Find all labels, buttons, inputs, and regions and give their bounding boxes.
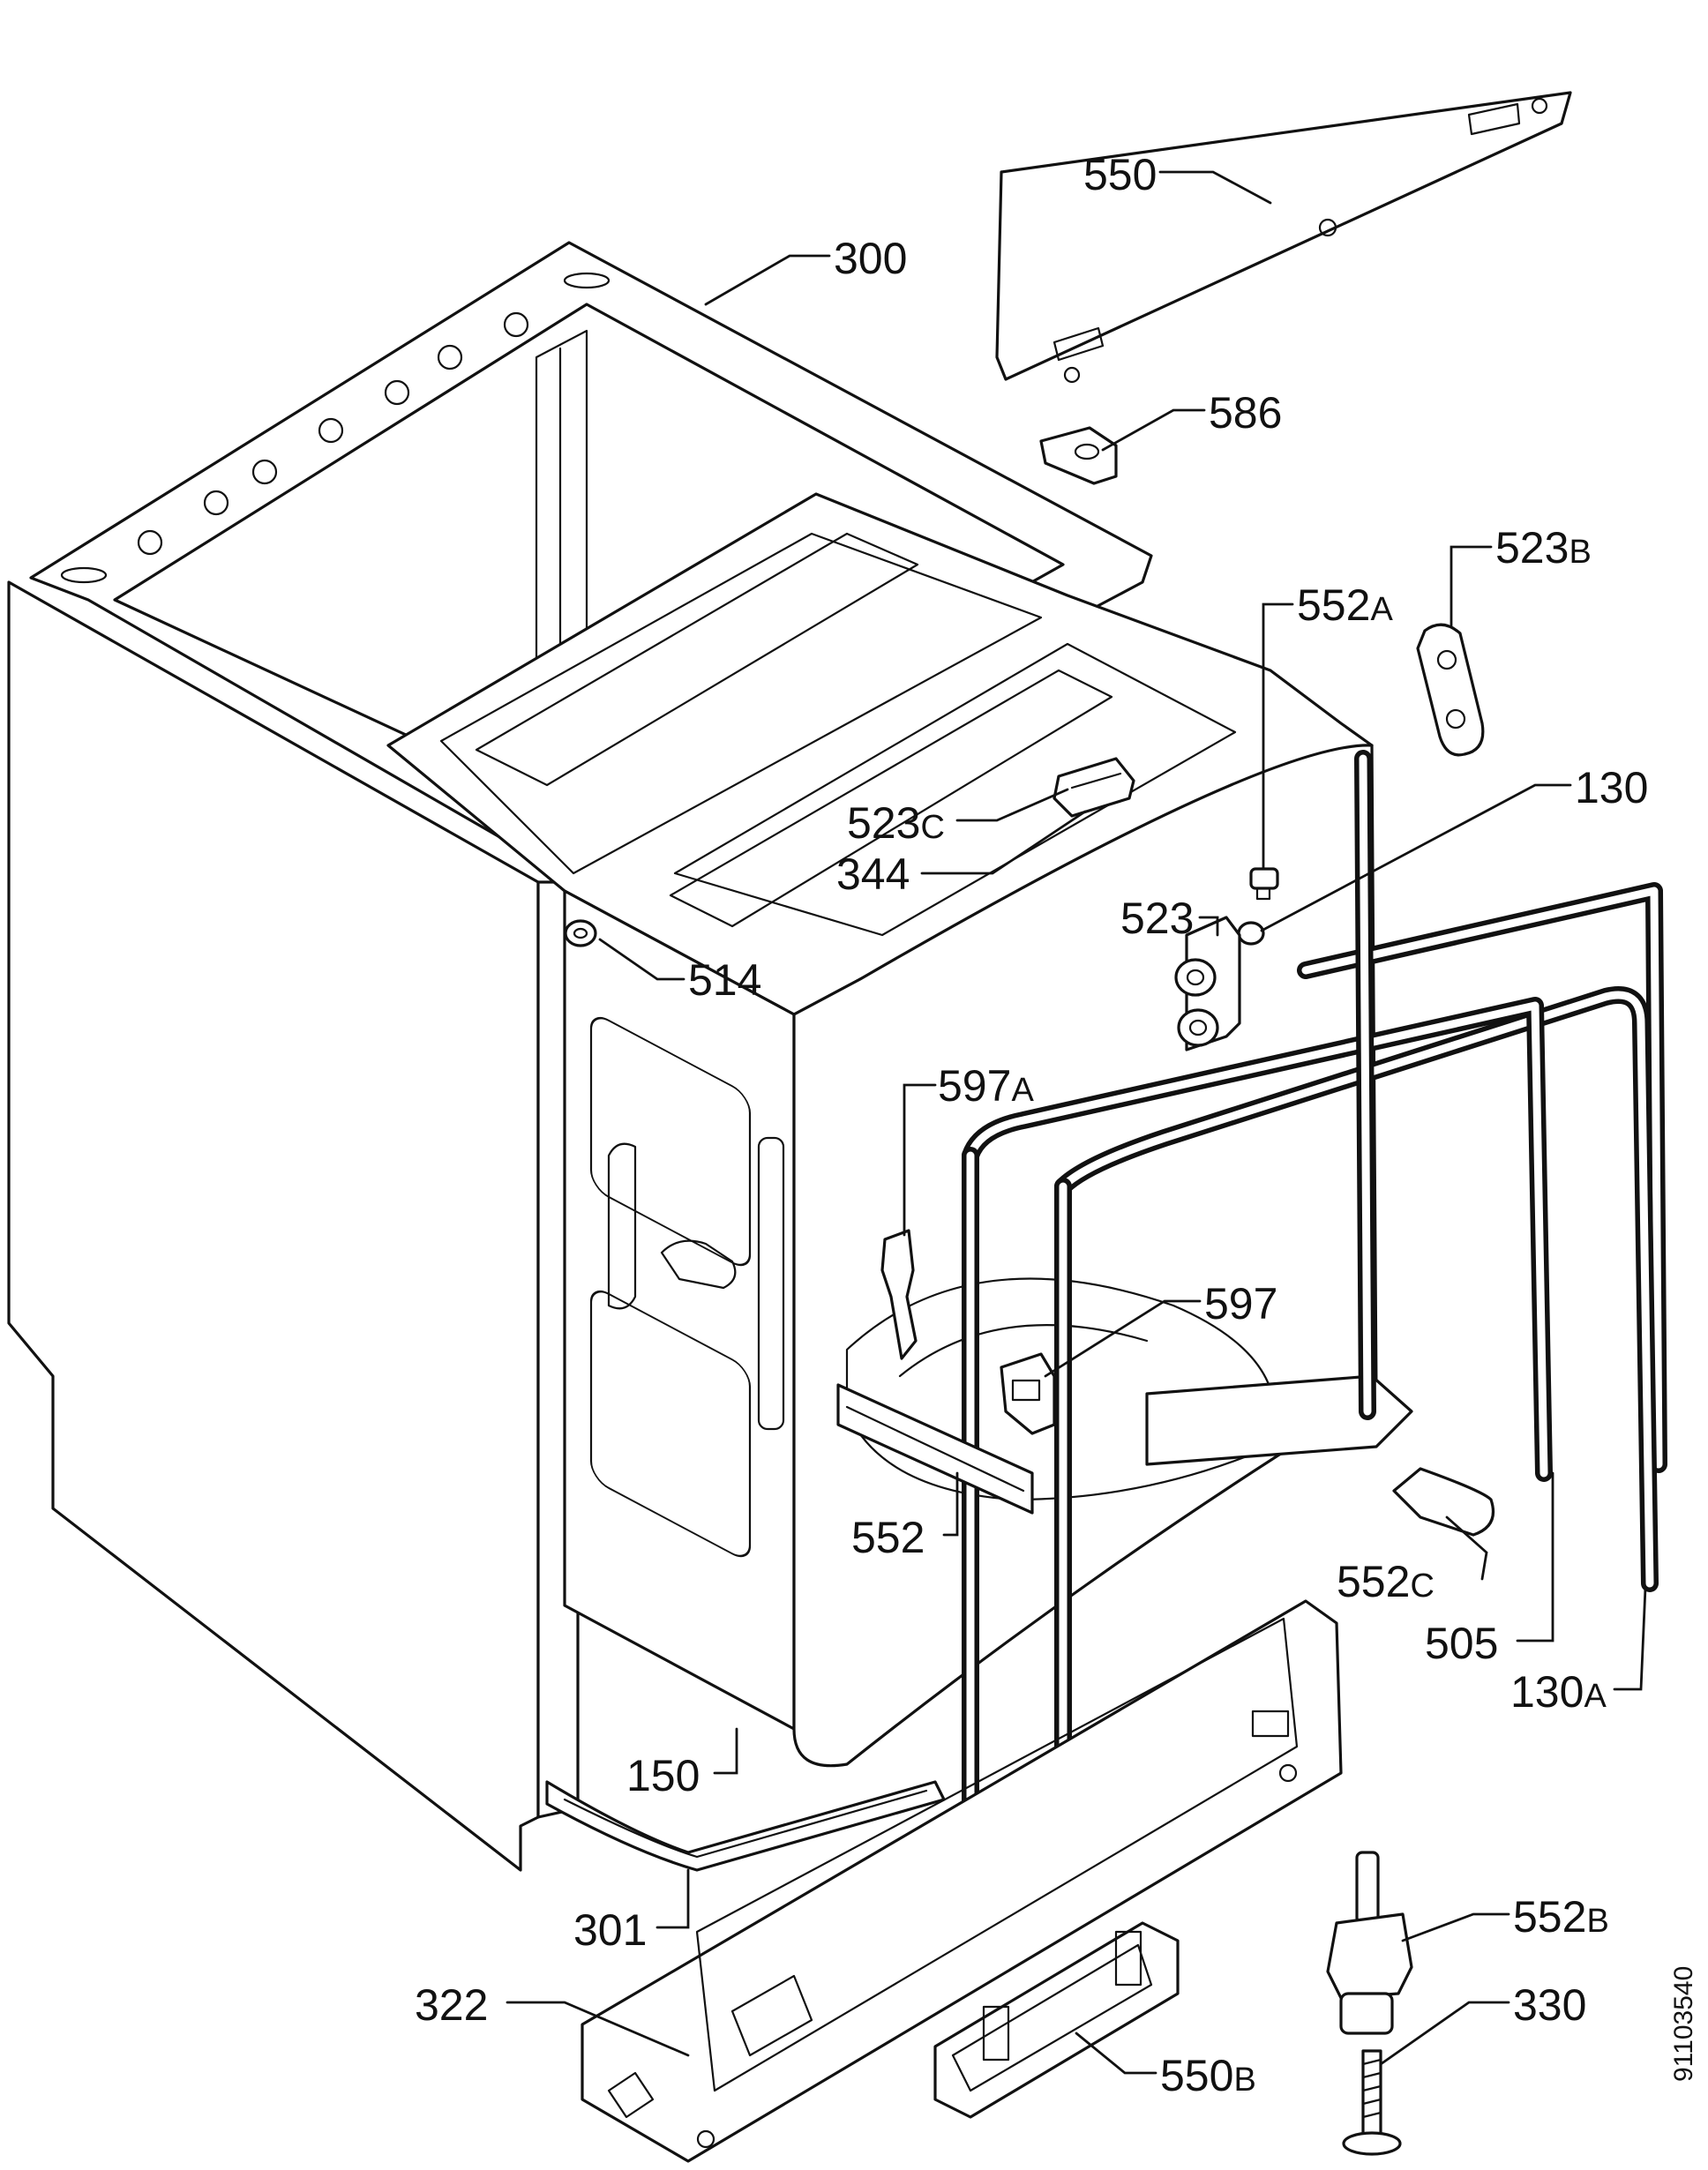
part-552c-hook: [1392, 1467, 1495, 1537]
part-330-screw: [1342, 2049, 1402, 2156]
part-586-clip: [1039, 426, 1118, 485]
label-523: 523: [1120, 894, 1194, 943]
label-300: 300: [834, 234, 907, 283]
label-552b: 552B: [1513, 1892, 1609, 1942]
label-514: 514: [688, 955, 761, 1005]
part-514-bolt: [564, 919, 597, 947]
part-523b-plate: [1416, 623, 1485, 757]
label-597a: 597A: [938, 1061, 1034, 1111]
part-523-bushings: [1174, 916, 1241, 1051]
label-550b: 550B: [1160, 2051, 1256, 2100]
label-552: 552: [851, 1513, 925, 1562]
part-597-clip: [1000, 1352, 1056, 1435]
label-523b: 523B: [1495, 523, 1592, 572]
label-130: 130: [1575, 763, 1648, 812]
label-322: 322: [415, 1980, 488, 2030]
part-322-base: [581, 1599, 1343, 2163]
label-523c: 523C: [847, 798, 945, 848]
part-550b-bracket: [933, 1921, 1180, 2119]
leader-lines: [506, 170, 1647, 2075]
drawing-reference-number: 91103540: [1669, 1966, 1698, 2082]
label-130a: 130A: [1510, 1667, 1607, 1717]
part-523c-sensor: [1053, 757, 1135, 818]
callout-labels: 550 300 586 523B 552A 130 523C 344 523 5…: [415, 150, 1648, 2100]
part-552-rail: [836, 1383, 1034, 1515]
part-550-top-bracket: [995, 91, 1572, 384]
label-586: 586: [1209, 388, 1282, 438]
label-505: 505: [1425, 1619, 1498, 1668]
label-550: 550: [1083, 150, 1157, 199]
label-330: 330: [1513, 1980, 1586, 2030]
label-301: 301: [573, 1905, 647, 1955]
part-597a-clip: [880, 1229, 918, 1360]
label-150: 150: [626, 1751, 700, 1800]
label-344: 344: [836, 849, 910, 899]
part-130-ring: [1237, 921, 1265, 946]
label-597: 597: [1204, 1279, 1277, 1328]
part-552a-screw: [1249, 867, 1279, 901]
label-552c: 552C: [1337, 1557, 1435, 1606]
label-552a: 552A: [1297, 580, 1393, 630]
part-130-gasket: [1297, 882, 1667, 1473]
part-552b-foot: [1326, 1851, 1413, 2035]
part-505-seal: [962, 750, 1553, 1826]
